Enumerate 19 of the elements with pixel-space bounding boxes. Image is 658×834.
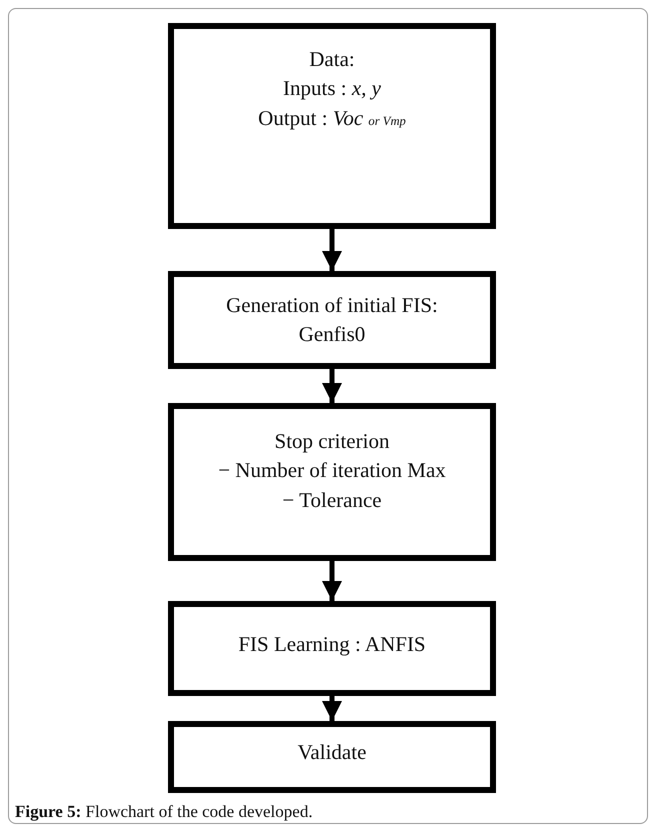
box-text: − Number of iteration Max	[218, 457, 446, 484]
arrow	[322, 369, 342, 403]
box-text: Stop criterion	[274, 428, 390, 455]
box-text: Genfis0	[298, 321, 366, 348]
process-box	[168, 721, 496, 793]
arrow	[322, 229, 342, 271]
process-box	[168, 23, 496, 229]
process-box	[168, 271, 496, 369]
box-text: − Tolerance	[282, 486, 382, 514]
box-text: Inputs : x, y	[283, 75, 381, 102]
figure-caption: Figure 5: Flowchart of the code developed.	[15, 802, 313, 822]
box-text: FIS Learning : ANFIS	[238, 630, 426, 658]
process-box	[168, 403, 496, 561]
box-text: Generation of initial FIS:	[226, 292, 438, 319]
arrow	[322, 696, 342, 721]
box-text: Data:	[309, 46, 355, 73]
process-box	[168, 601, 496, 696]
box-text: Validate	[298, 739, 366, 766]
arrow	[322, 561, 342, 601]
